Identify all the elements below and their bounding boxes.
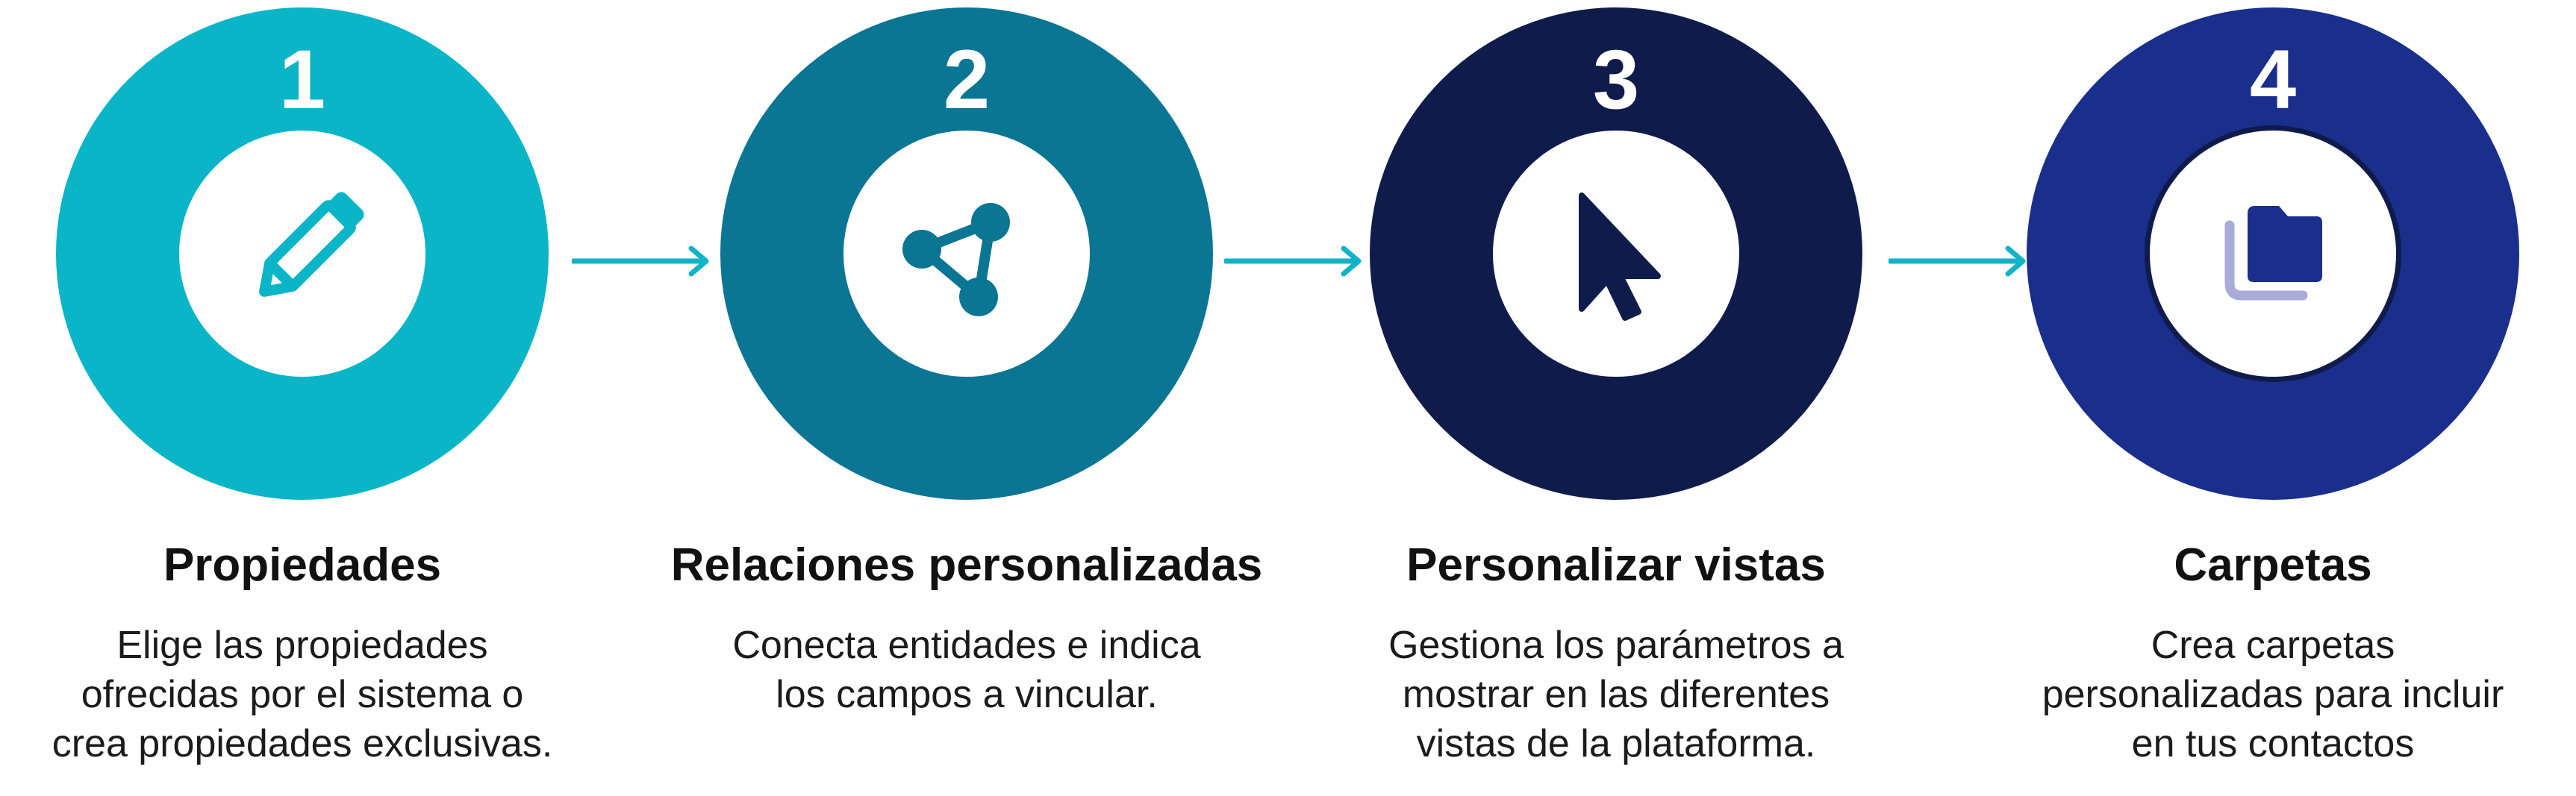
step-4-title: Carpetas [2174,539,2372,591]
step-1-desc-line: crea propiedades exclusivas. [52,722,553,765]
step-4-desc-line: personalizadas para incluir [2042,673,2504,716]
arrow-2-to-3 [1224,239,1366,283]
step-1-circle: 1 [56,7,549,500]
step-3-desc-line: mostrar en las diferentes [1402,673,1830,716]
step-1-icon-badge [179,131,425,377]
step-2-title: Relaciones personalizadas [670,539,1263,591]
step-2-description: Conecta entidades e indica los campos a … [631,621,1303,719]
step-3-desc-line: vistas de la plataforma. [1416,722,1816,765]
step-2-desc-line: los campos a vincular. [776,673,1158,716]
share-nodes-icon [902,203,1010,316]
folder-icon [2224,206,2322,301]
arrow-right-icon [1224,245,1362,277]
arrow-right-icon [572,245,709,277]
arrow-1-to-2 [572,239,714,283]
step-1-desc-line: Elige las propiedades [116,624,488,667]
step-1-number: 1 [278,33,326,126]
pencil-icon [259,192,364,297]
step-3-circle: 3 [1370,7,1862,500]
step-1-title: Propiedades [163,539,442,591]
step-3-description: Gestiona los parámetros a mostrar en las… [1280,621,1952,768]
step-4-circle: 4 [2027,7,2519,500]
step-2-desc-line: Conecta entidades e indica [732,624,1201,667]
step-2-number: 2 [943,33,991,126]
step-2-icon-badge [843,131,1090,377]
step-3-desc-line: Gestiona los parámetros a [1388,624,1844,667]
step-1-desc-line: ofrecidas por el sistema o [81,673,524,716]
step-3-title: Personalizar vistas [1406,539,1826,591]
step-4-icon-badge [2150,131,2396,377]
step-4-number: 4 [2249,33,2297,126]
cursor-icon [1579,192,1661,321]
step-4-desc-line: Crea carpetas [2151,624,2395,667]
step-4-desc-line: en tus contactos [2131,722,2415,765]
step-3-icon-badge [1493,131,1739,377]
arrow-3-to-4 [1889,239,2030,283]
step-2-circle: 2 [720,7,1213,500]
step-3-number: 3 [1592,33,1640,126]
step-4-description: Crea carpetas personalizadas para inclui… [1937,621,2576,768]
step-1-description: Elige las propiedades ofrecidas por el s… [0,621,638,768]
arrow-right-icon [1889,245,2026,277]
